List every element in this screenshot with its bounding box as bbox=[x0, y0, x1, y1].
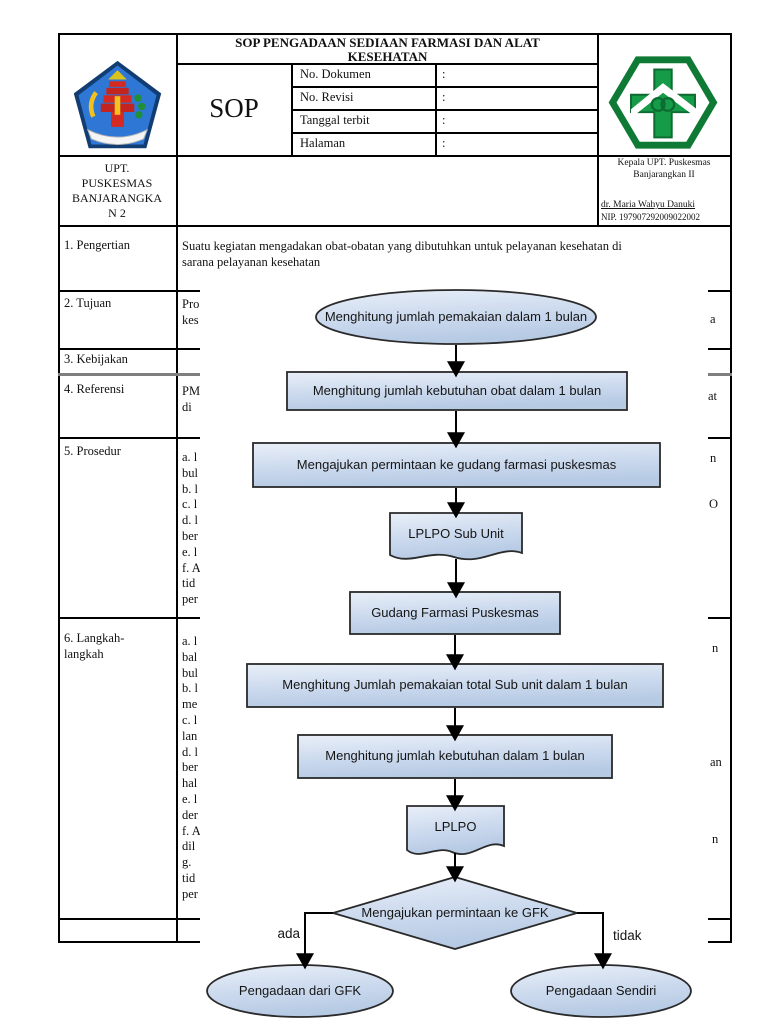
prosedur-right-fragment-2: O bbox=[709, 497, 719, 511]
signature-nip: NIP. 197907292009022002 bbox=[601, 212, 701, 222]
table-border-left bbox=[58, 33, 60, 943]
prosedur-right-fragment-1: n bbox=[710, 451, 717, 465]
tujuan-right-fragment: a bbox=[710, 312, 716, 326]
row-label-tujuan: 2. Tujuan bbox=[64, 296, 112, 310]
field-label-no-dokumen: No. Dokumen bbox=[300, 67, 371, 81]
shape-doc1-document bbox=[389, 512, 523, 561]
row-label-pengertian: 1. Pengertian bbox=[64, 238, 130, 252]
shape-step4-rect bbox=[246, 663, 664, 708]
sop-label: SOP bbox=[209, 93, 259, 123]
node-end-no-label: Pengadaan Sendiri bbox=[545, 982, 657, 998]
row-line-1 bbox=[58, 225, 732, 227]
node-doc2-label: LPLPO bbox=[434, 818, 477, 834]
table-border-right bbox=[730, 33, 732, 943]
field-colon-3: : bbox=[442, 113, 446, 127]
logo-cell-divider bbox=[597, 33, 599, 225]
field-row-line-3 bbox=[291, 132, 597, 134]
shape-doc2-document bbox=[406, 805, 505, 855]
row-label-kebijakan: 3. Kebijakan bbox=[64, 352, 128, 366]
row-label-langkah: 6. Langkah-langkah bbox=[64, 631, 125, 661]
field-row-line-1 bbox=[291, 86, 597, 88]
header-bottom-line bbox=[58, 155, 732, 157]
label-column-divider bbox=[176, 33, 178, 943]
node-step4-label: Menghitung Jumlah pemakaian total Sub un… bbox=[282, 677, 628, 693]
node-start-label: Menghitung jumlah pemakaian dalam 1 bula… bbox=[324, 308, 588, 324]
shape-decision-diamond bbox=[329, 876, 581, 950]
field-colon-2: : bbox=[442, 90, 446, 104]
shape-start-ellipse bbox=[315, 289, 597, 345]
shape-step3-rect bbox=[349, 591, 561, 635]
langkah-right-fragment-2: an bbox=[710, 755, 722, 769]
branch-yes-label: ada bbox=[277, 926, 300, 941]
branch-yes-arrow bbox=[296, 912, 333, 970]
field-label-tanggal-terbit: Tanggal terbit bbox=[300, 113, 370, 127]
field-colon-1: : bbox=[442, 67, 446, 81]
langkah-right-fragment-1: n bbox=[712, 641, 719, 655]
node-step1-label: Menghitung jumlah kebutuhan obat dalam 1… bbox=[312, 382, 602, 398]
branch-no-label: tidak bbox=[613, 928, 642, 943]
referensi-right-fragment: at bbox=[708, 389, 718, 403]
node-end-yes-label: Pengadaan dari GFK bbox=[238, 982, 362, 998]
field-label-no-revisi: No. Revisi bbox=[300, 90, 354, 104]
node-step5-label: Menghitung jumlah kebutuhan dalam 1 bula… bbox=[325, 748, 585, 764]
shape-step2-rect bbox=[252, 442, 661, 488]
langkah-right-fragment-3: n bbox=[712, 832, 719, 846]
signature-name: dr. Maria Wahyu Danuki bbox=[601, 200, 696, 210]
table-border-top bbox=[58, 33, 732, 35]
node-doc1-label: LPLPO Sub Unit bbox=[408, 525, 504, 541]
branch-no-arrow bbox=[577, 912, 612, 970]
pengertian-content: Suatu kegiatan mengadakan obat-obatan ya… bbox=[182, 239, 622, 269]
shape-step1-rect bbox=[286, 371, 628, 411]
row-label-referensi: 4. Referensi bbox=[64, 382, 125, 396]
field-colon-4: : bbox=[442, 136, 446, 150]
node-step2-label: Mengajukan permintaan ke gudang farmasi … bbox=[296, 456, 617, 472]
field-row-line-2 bbox=[291, 109, 597, 111]
bali-regency-crest-icon bbox=[73, 60, 162, 149]
node-step3-label: Gudang Farmasi Puskesmas bbox=[371, 604, 539, 620]
row-label-prosedur: 5. Prosedur bbox=[64, 444, 121, 458]
node-decision-label: Mengajukan permintaan ke GFK bbox=[361, 904, 549, 920]
field-label-halaman: Halaman bbox=[300, 136, 346, 150]
puskesmas-green-cross-icon bbox=[608, 56, 718, 149]
title-underline bbox=[176, 63, 597, 65]
shape-step5-rect bbox=[297, 734, 613, 779]
